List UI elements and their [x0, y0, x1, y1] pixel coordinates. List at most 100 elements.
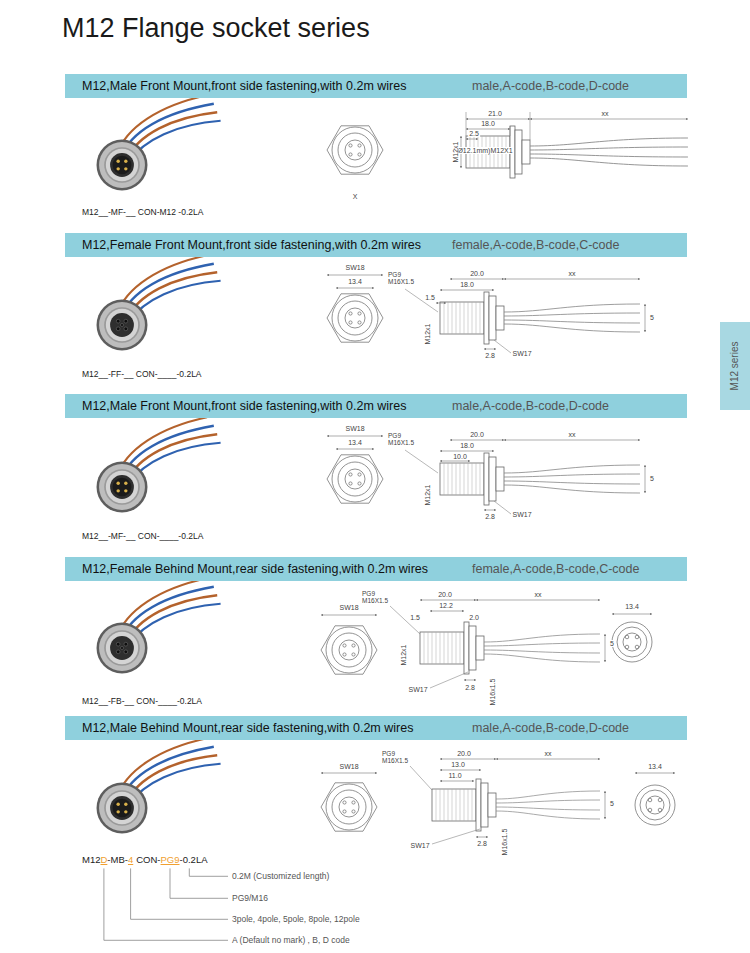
dimension-label: SW17: [407, 686, 428, 693]
drawing-path: [405, 450, 511, 514]
drawing-path: [496, 759, 600, 760]
drawing-path: [436, 303, 446, 304]
drawing-path: [645, 465, 646, 493]
dimension-label: 1.5: [409, 614, 421, 621]
section-band: M12,Female Front Mount,front side fasten…: [65, 233, 687, 257]
dimension-label: M12x1: [424, 323, 431, 344]
drawing-use: [97, 578, 221, 673]
drawing-use: [432, 779, 496, 831]
dimension-label: PG9 M16X1.5: [388, 271, 424, 286]
band-title: M12,Male Behind Mount,rear side fastenin…: [82, 716, 413, 740]
dimension-label: 1.5: [424, 294, 436, 301]
drawing-path: [635, 773, 675, 774]
drawing-path: [450, 440, 504, 441]
band-title: M12,Female Front Mount,front side fasten…: [82, 233, 421, 257]
drawing-path: [189, 868, 228, 876]
band-title: M12,Male Front Mount,front side fastenin…: [82, 394, 406, 418]
dimension-label: M16x1.5: [489, 679, 496, 706]
drawing-path: [405, 289, 511, 353]
drawing-use: [440, 292, 504, 344]
dimension-label: 20.0: [469, 270, 485, 277]
part-number: M12__-MF-__ CON-M12 -0.2LA: [82, 208, 203, 217]
part-number: M12: [82, 855, 100, 865]
drawing-use: [420, 622, 484, 674]
part-number: D: [100, 855, 107, 865]
dimension-label: SW18: [344, 425, 365, 432]
option-note: A (Default no mark) , B, D code: [232, 936, 350, 945]
part-number: -0.2LA: [180, 855, 208, 865]
drawing-path: [430, 611, 464, 612]
drawing-path: [390, 606, 468, 688]
dimension-label: xx: [534, 591, 543, 598]
coding-note: male,A-code,B-code,D-code: [452, 394, 609, 418]
dimension-label: 2.8: [464, 684, 476, 691]
drawing-path: [464, 680, 476, 681]
drawing-path: [410, 766, 480, 844]
drawing-use: [504, 304, 640, 332]
dimension-label: SW17: [511, 350, 532, 357]
dimension-label: 18.0: [480, 120, 496, 127]
dimension-label: 2.8: [484, 352, 496, 359]
tab-label: M12 series: [730, 342, 740, 391]
dimension-label: 13.4: [347, 278, 363, 285]
dimension-label: 18.0: [459, 442, 475, 449]
dimension-label: 2.8: [476, 840, 488, 847]
drawing-use: [321, 783, 377, 831]
dimension-label: M12x1: [452, 141, 459, 162]
drawing-path: [440, 461, 470, 462]
dimension-label: xx: [544, 750, 553, 757]
part-number: PG9: [161, 855, 180, 865]
drawing-use: [327, 294, 383, 342]
dimension-label: SW18: [344, 264, 365, 271]
dimension-label: xx: [601, 110, 610, 117]
dimension-label: SW18: [338, 604, 359, 611]
dimension-label: 5: [609, 640, 615, 647]
dimension-label: xx: [568, 270, 577, 277]
dimension-label: X: [352, 193, 359, 200]
band-title: M12,Female Behind Mount,rear side fasten…: [82, 557, 428, 581]
coding-note: female,A-code,B-code,C-code: [452, 233, 619, 257]
drawing-path: [440, 451, 494, 452]
dimension-label: 2.5: [468, 130, 480, 137]
drawing-path: [440, 290, 494, 291]
part-number: -MB-: [107, 855, 128, 865]
part-number: M12__-MF-__ CON-____-0.2LA: [82, 532, 203, 541]
drawing-path: [440, 781, 474, 782]
dimension-label: xx: [568, 431, 577, 438]
dimension-label: PG9 M16X1.5: [362, 590, 398, 605]
page-title: M12 Flange socket series: [62, 12, 370, 44]
drawing-path: [504, 279, 640, 280]
dimension-label: 20.0: [469, 431, 485, 438]
drawing-path: [504, 440, 640, 441]
dimension-label: SW17: [511, 511, 532, 518]
dimension-label: 13.4: [647, 763, 663, 770]
drawing-path: [466, 139, 478, 140]
drawing-use: [97, 255, 221, 350]
dimension-label: SW18: [338, 763, 359, 770]
drawing-path: [476, 837, 488, 838]
dimension-label: PG9 M16X1.5: [382, 750, 418, 765]
dimension-label: 12.2: [438, 602, 454, 609]
drawing-path: [420, 600, 476, 601]
part-number: CON-: [136, 855, 160, 865]
part-number: M12__-FF-__ CON-____-0.2LA: [82, 370, 202, 379]
drawing-path: [605, 791, 606, 819]
drawing-path: [476, 600, 600, 601]
option-note: 0.2M (Customized length): [232, 872, 329, 881]
drawing-use: [635, 785, 675, 825]
dimension-label: 18.0: [459, 281, 475, 288]
section-band: M12,Male Behind Mount,rear side fastenin…: [65, 716, 687, 740]
dimension-label: M12x1: [424, 484, 431, 505]
dimension-label: M16x1.5: [501, 829, 508, 856]
option-note: PG9/M16: [232, 894, 268, 903]
dimension-label: 20.0: [437, 591, 453, 598]
drawing-path: [530, 119, 688, 120]
section-band: M12,Female Behind Mount,rear side fasten…: [65, 557, 687, 581]
side-tab: M12 series: [720, 322, 750, 410]
drawing-path: [104, 868, 228, 940]
dimension-label: 11.0: [447, 772, 462, 779]
drawing-path: [612, 614, 652, 615]
